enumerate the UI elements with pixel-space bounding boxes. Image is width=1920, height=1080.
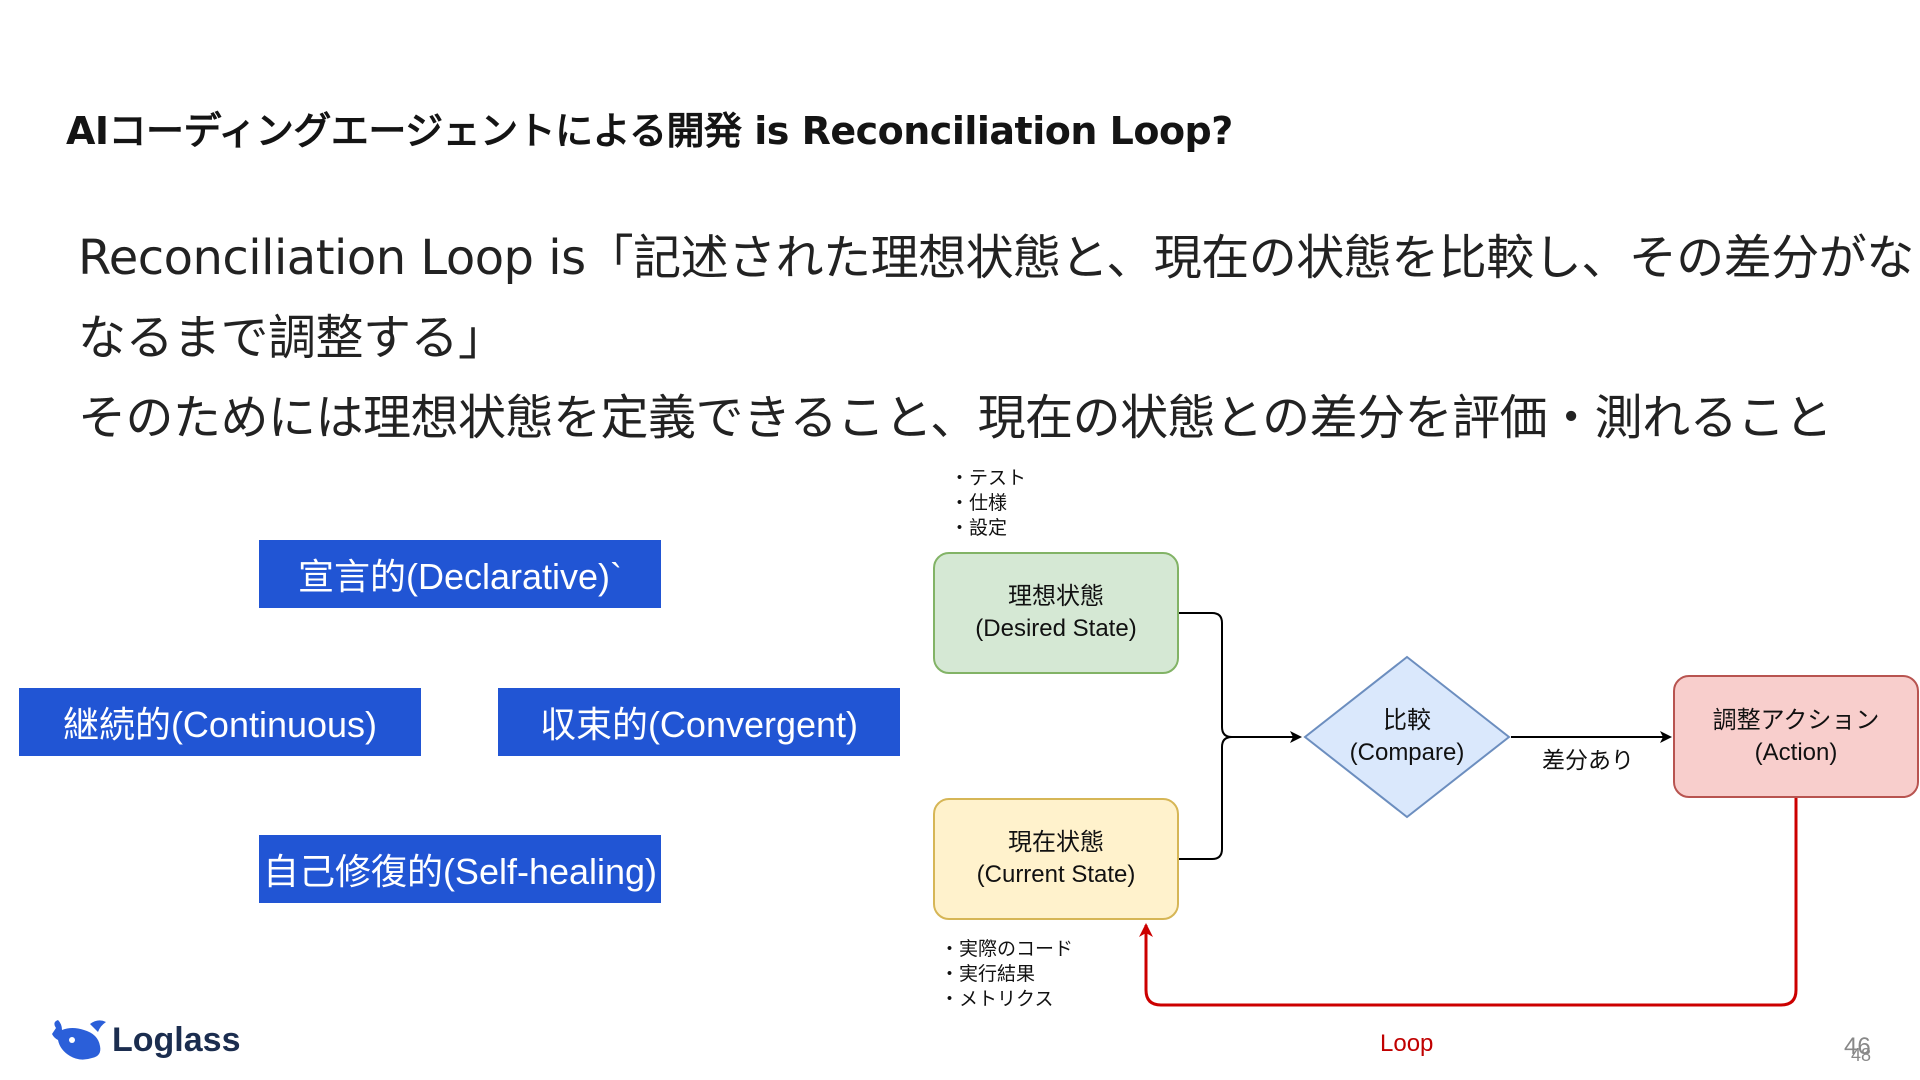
node-desired-state: 理想状態 (Desired State) [933, 552, 1179, 674]
loop-label: Loop [1380, 1030, 1434, 1057]
node-title: 比較 [1383, 707, 1431, 734]
note-item: メトリクス [940, 987, 1073, 1012]
body-line-3: そのためには理想状態を定義できること、現在の状態との差分を評価・測れること [78, 390, 1833, 446]
diamond-shape [1303, 655, 1511, 819]
note-item: 仕様 [950, 491, 1026, 516]
node-subtitle: (Action) [1754, 738, 1838, 766]
body-line-1: Reconciliation Loop is「記述された理想状態と、現在の状態を… [78, 230, 1920, 286]
edge-label-diff: 差分あり [1542, 747, 1634, 773]
node-subtitle: (Compare) [1349, 739, 1465, 766]
node-action: 調整アクション (Action) [1673, 675, 1919, 798]
page-number-secondary: 48 [1851, 1045, 1872, 1065]
tag-selfhealing: 自己修復的(Self-healing) [259, 835, 661, 903]
tag-convergent: 収束的(Convergent) [498, 688, 900, 756]
loop-edge [1139, 798, 1798, 1007]
tag-declarative: 宣言的(Declarative)` [259, 540, 661, 608]
note-item: 実際のコード [940, 937, 1073, 962]
edge-current-to-compare [1179, 736, 1233, 860]
node-subtitle: (Desired State) [975, 615, 1137, 642]
logo: Loglass [50, 1018, 240, 1062]
node-title: 調整アクション [1712, 706, 1880, 734]
note-item: 設定 [950, 516, 1026, 541]
page-number: 46 [1844, 1033, 1871, 1060]
current-state-notes: 実際のコード 実行結果 メトリクス [940, 937, 1073, 1012]
body-line-2: なるまで調整する」 [78, 310, 506, 366]
edge-desired-to-compare [1179, 612, 1302, 743]
logo-text: Loglass [112, 1020, 241, 1059]
node-subtitle: (Current State) [976, 861, 1136, 888]
note-item: テスト [950, 466, 1026, 491]
node-compare: 比較 (Compare) [1303, 655, 1511, 819]
node-current-state: 現在状態 (Current State) [933, 798, 1179, 920]
node-title: 理想状態 [1008, 583, 1104, 610]
whale-icon [52, 1020, 106, 1060]
node-title: 現在状態 [1008, 829, 1104, 856]
tag-continuous: 継続的(Continuous) [19, 688, 421, 756]
slide-title: AIコーディングエージェントによる開発 is Reconciliation Lo… [66, 109, 1233, 153]
desired-state-notes: テスト 仕様 設定 [950, 466, 1026, 541]
note-item: 実行結果 [940, 962, 1073, 987]
